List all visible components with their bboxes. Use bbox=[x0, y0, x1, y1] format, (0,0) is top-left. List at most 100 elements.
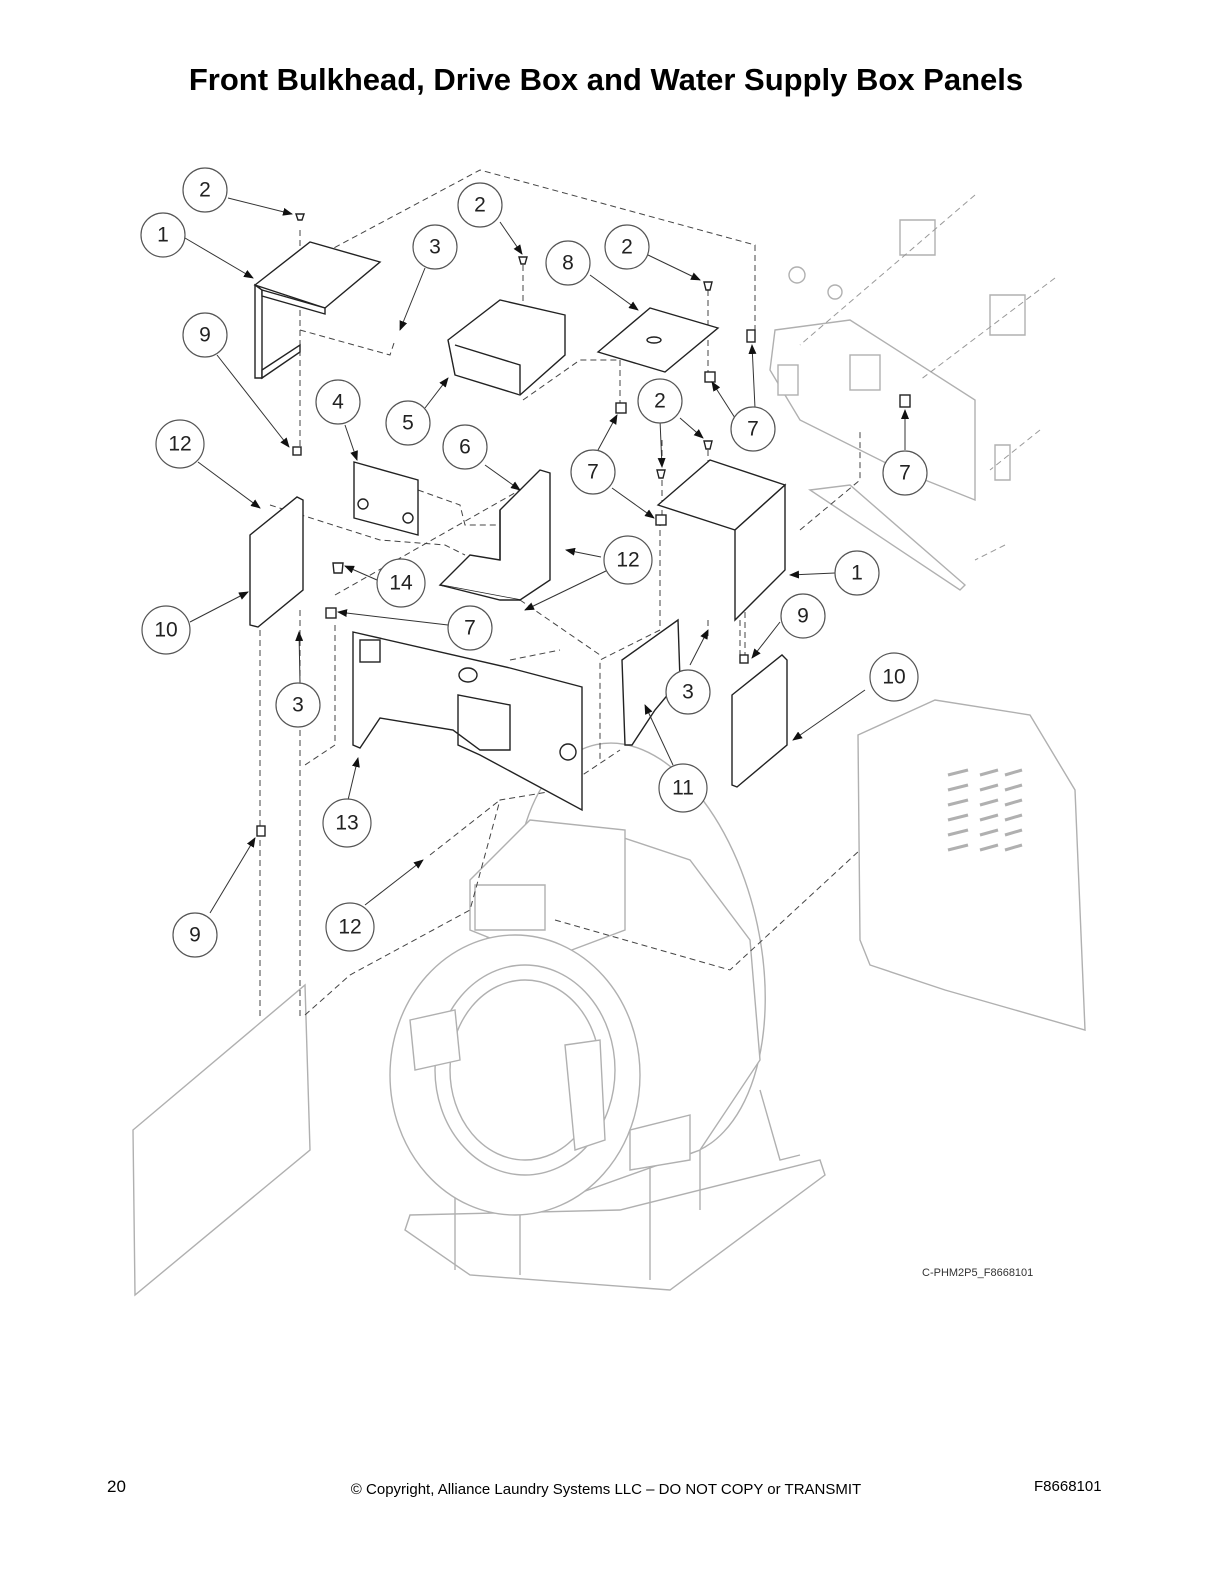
callout-label: 7 bbox=[587, 461, 599, 484]
bulkhead-vent bbox=[359, 639, 381, 663]
bulkhead-hole-b bbox=[559, 743, 577, 761]
callout-label: 2 bbox=[654, 390, 666, 413]
control-panel-face bbox=[474, 884, 546, 931]
callout-label: 12 bbox=[616, 549, 639, 572]
cover-plate-small bbox=[994, 444, 1011, 481]
callout-label: 2 bbox=[199, 179, 211, 202]
leader-5 bbox=[424, 377, 449, 409]
callout-5: 5 bbox=[385, 400, 431, 446]
callout-label: 7 bbox=[464, 617, 476, 640]
leader-8 bbox=[589, 274, 639, 311]
callout-label: 1 bbox=[157, 224, 169, 247]
callouts: 2 1 2 3 2 8 9 4 5 6 2 7 7 12 7 12 1 14 7… bbox=[140, 167, 928, 958]
callout-label: 3 bbox=[429, 236, 441, 259]
support-bracket bbox=[808, 484, 967, 591]
callout-label: 14 bbox=[389, 572, 413, 595]
callout-1: 1 bbox=[834, 550, 880, 596]
drive-box-front-panel-4 bbox=[353, 461, 419, 536]
dashed-guide-a bbox=[799, 194, 976, 346]
callout-10: 10 bbox=[869, 652, 919, 702]
panel-4-hole-2 bbox=[402, 512, 414, 524]
leader-1b bbox=[789, 570, 836, 579]
callout-9: 9 bbox=[172, 912, 218, 958]
callout-7: 7 bbox=[570, 449, 616, 495]
callout-label: 3 bbox=[292, 694, 304, 717]
bracket-11 bbox=[621, 618, 681, 746]
callout-7: 7 bbox=[882, 450, 928, 496]
bolt-14 bbox=[332, 562, 344, 574]
water-supply-box-back bbox=[769, 319, 976, 502]
drive-box-top-cover-flange bbox=[254, 283, 263, 379]
screw-2c bbox=[703, 281, 713, 291]
callout-12: 12 bbox=[325, 902, 375, 952]
clip-7e bbox=[746, 329, 756, 343]
leader-11 bbox=[644, 704, 674, 766]
callout-label: 9 bbox=[797, 605, 809, 628]
guide-15 bbox=[334, 489, 661, 760]
nut-9c bbox=[256, 825, 266, 837]
screw-2b bbox=[518, 256, 528, 265]
leader-7e bbox=[748, 344, 757, 409]
callout-14: 14 bbox=[376, 558, 426, 608]
vent-slots bbox=[947, 768, 1023, 852]
drive-box-cover-5 bbox=[447, 299, 566, 396]
callout-9: 9 bbox=[182, 312, 228, 358]
clip-7d bbox=[325, 607, 337, 619]
frame-legs bbox=[454, 1089, 801, 1280]
callout-label: 7 bbox=[747, 418, 759, 441]
copyright-notice: © Copyright, Alliance Laundry Systems LL… bbox=[350, 1481, 862, 1498]
callout-1: 1 bbox=[140, 212, 186, 258]
screw-2e bbox=[656, 469, 666, 479]
page-number: 20 bbox=[107, 1477, 126, 1496]
door-latch bbox=[564, 1039, 606, 1151]
drive-box-top-cover bbox=[253, 241, 382, 309]
callout-label: 6 bbox=[459, 436, 471, 459]
valve-plate-2 bbox=[849, 354, 881, 391]
leader-2d bbox=[679, 417, 704, 439]
leader-1a bbox=[184, 237, 254, 279]
leader-9c bbox=[209, 837, 256, 914]
callout-8: 8 bbox=[545, 240, 591, 286]
callout-label: 2 bbox=[621, 236, 633, 259]
dashed-guide-b bbox=[919, 277, 1056, 381]
valve-plate-1 bbox=[777, 364, 799, 396]
leader-10b bbox=[792, 689, 866, 741]
guide-20 bbox=[429, 799, 501, 856]
leader-14 bbox=[344, 565, 378, 581]
callout-11: 11 bbox=[658, 763, 708, 813]
side-panel-10-left bbox=[249, 496, 304, 628]
guide-19 bbox=[509, 599, 601, 661]
callout-label: 9 bbox=[189, 924, 201, 947]
callout-label: 3 bbox=[682, 681, 694, 704]
leader-7c bbox=[611, 487, 655, 519]
panel-4-hole bbox=[357, 498, 369, 510]
guide-top bbox=[254, 169, 756, 330]
callout-label: 10 bbox=[154, 619, 177, 642]
cover-5-fold bbox=[454, 344, 521, 395]
right-side-panel bbox=[857, 699, 1086, 1031]
callout-2: 2 bbox=[457, 182, 503, 228]
grommet-1 bbox=[788, 266, 806, 284]
leader-3b bbox=[295, 631, 304, 684]
leader-12d bbox=[364, 859, 424, 906]
leader-7a bbox=[711, 381, 736, 419]
dashed-guide-c bbox=[989, 429, 1041, 471]
guide-21 bbox=[554, 849, 861, 971]
base-frame bbox=[404, 1159, 826, 1291]
leader-7d bbox=[337, 609, 449, 626]
document-number: F8668101 bbox=[1034, 1478, 1102, 1495]
guide-6 bbox=[522, 359, 620, 401]
callout-13: 13 bbox=[322, 798, 372, 848]
callout-label: 10 bbox=[882, 666, 905, 689]
guide-14 bbox=[304, 625, 336, 766]
screw-2a bbox=[295, 213, 305, 221]
leader-12c bbox=[524, 569, 609, 611]
drive-box-6 bbox=[438, 469, 551, 601]
leader-10a bbox=[189, 591, 249, 623]
leader-2e bbox=[657, 419, 666, 468]
front-bulkhead-panel-13 bbox=[352, 631, 583, 812]
callout-3: 3 bbox=[275, 682, 321, 728]
callout-label: 4 bbox=[332, 391, 344, 414]
clip-7b bbox=[615, 402, 627, 414]
side-panel-10-right bbox=[731, 654, 788, 788]
